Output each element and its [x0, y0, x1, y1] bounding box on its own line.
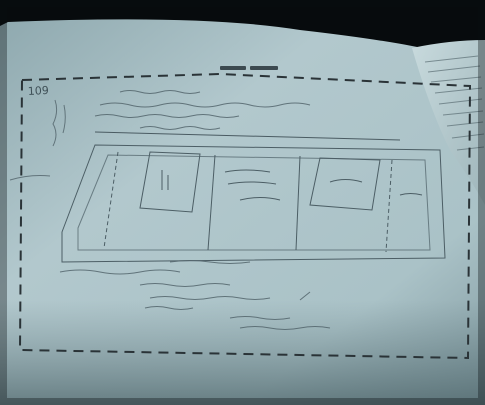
partition-3: [295, 155, 301, 251]
page-bottom-shade: [0, 300, 485, 405]
floor-plan-sketch: [61, 144, 446, 263]
loose-sheet: [412, 40, 485, 205]
dashed-page-border: [18, 72, 472, 360]
partition-4: [385, 159, 393, 253]
margin-scribbles: [9, 99, 66, 181]
partition-2: [207, 154, 216, 251]
handwritten-text-block: [94, 90, 311, 130]
room-left: [139, 151, 201, 213]
partition-1: [103, 151, 119, 249]
page-header-print: [220, 66, 278, 70]
loose-sheet-text: [424, 55, 485, 151]
page-number: 109: [27, 84, 49, 98]
arrow-line: [94, 131, 401, 141]
room-right: [309, 157, 381, 211]
plan-inner-outline: [77, 154, 431, 251]
plan-outline: [61, 144, 446, 263]
handwritten-notes-bottom: [59, 260, 331, 330]
